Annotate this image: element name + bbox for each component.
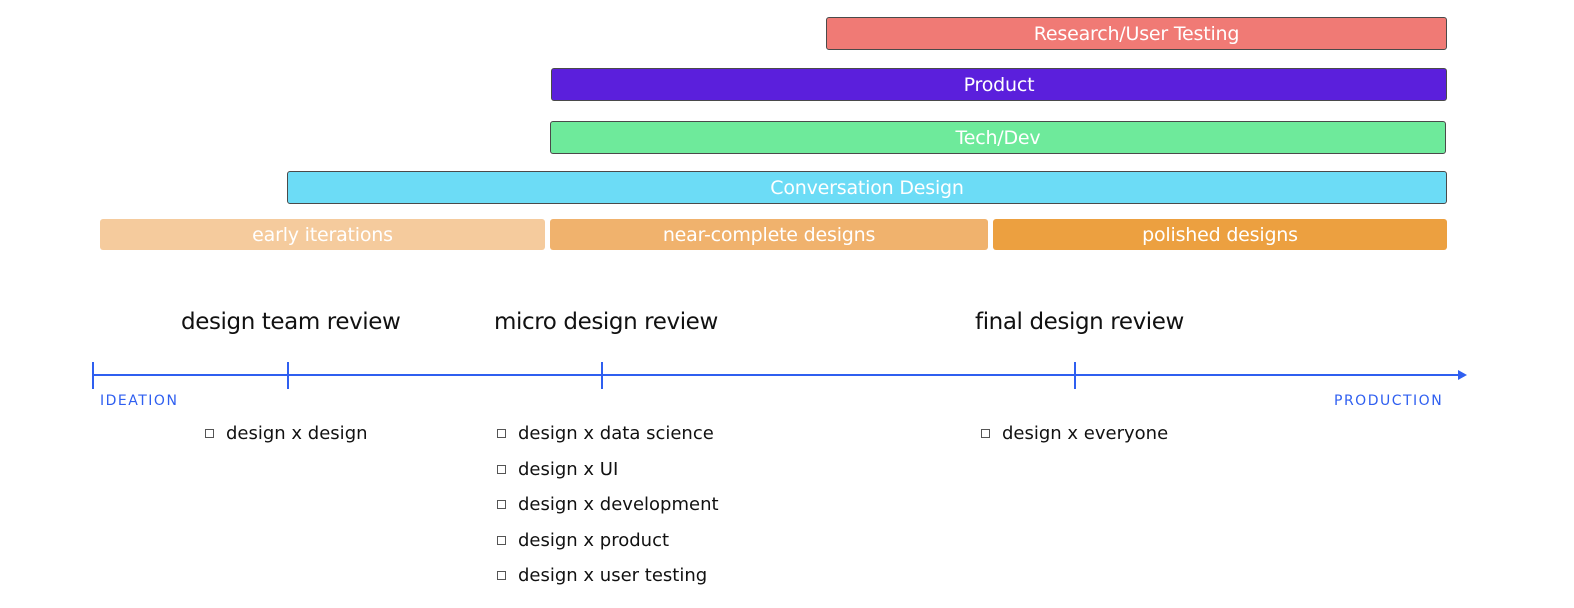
checklist-item-label: design x everyone [1002,423,1169,445]
checklist-item: design x design [205,416,368,452]
checkbox-icon[interactable] [205,429,214,439]
checklist-item-label: design x design [226,423,368,445]
checklist-item: design x data science [497,416,719,452]
product-bar: Product [551,68,1447,101]
polished-designs-phase: polished designs [993,219,1447,250]
checklist-item-label: design x development [518,494,719,516]
early-iterations-label: early iterations [252,223,393,246]
near-complete-designs-phase: near-complete designs [550,219,988,250]
conversation-design-label: Conversation Design [770,176,964,199]
tech-dev-label: Tech/Dev [955,126,1041,149]
checkbox-icon[interactable] [981,429,990,439]
micro-design-review-checklist: design x data science design x UI design… [497,416,719,594]
checklist-item: design x UI [497,452,719,488]
conversation-design-bar: Conversation Design [287,171,1447,204]
polished-designs-label: polished designs [1142,223,1298,246]
checkbox-icon[interactable] [497,571,506,581]
checklist-item-label: design x user testing [518,565,708,587]
research-user-testing-bar: Research/User Testing [826,17,1447,50]
final-design-review-checklist: design x everyone [981,416,1168,452]
production-label: PRODUCTION [1334,393,1444,409]
design-team-review-title: design team review [181,309,401,335]
micro-design-review-title: micro design review [494,309,718,335]
checkbox-icon[interactable] [497,535,506,545]
checkbox-icon[interactable] [497,500,506,510]
checklist-item: design x product [497,523,719,559]
design-team-review-checklist: design x design [205,416,368,452]
final-design-review-title: final design review [975,309,1184,335]
near-complete-designs-label: near-complete designs [662,223,876,246]
research-user-testing-label: Research/User Testing [1033,22,1240,45]
early-iterations-phase: early iterations [100,219,545,250]
timeline-arrowhead [1458,370,1467,380]
checklist-item-label: design x product [518,529,670,551]
checklist-item: design x development [497,487,719,523]
checklist-item: design x user testing [497,558,719,594]
checkbox-icon[interactable] [497,464,506,474]
checklist-item-label: design x data science [518,423,714,445]
checklist-item-label: design x UI [518,458,619,480]
ideation-label: IDEATION [100,393,179,409]
checkbox-icon[interactable] [497,429,506,439]
tech-dev-bar: Tech/Dev [550,121,1446,154]
checklist-item: design x everyone [981,416,1168,452]
product-label: Product [963,73,1035,96]
